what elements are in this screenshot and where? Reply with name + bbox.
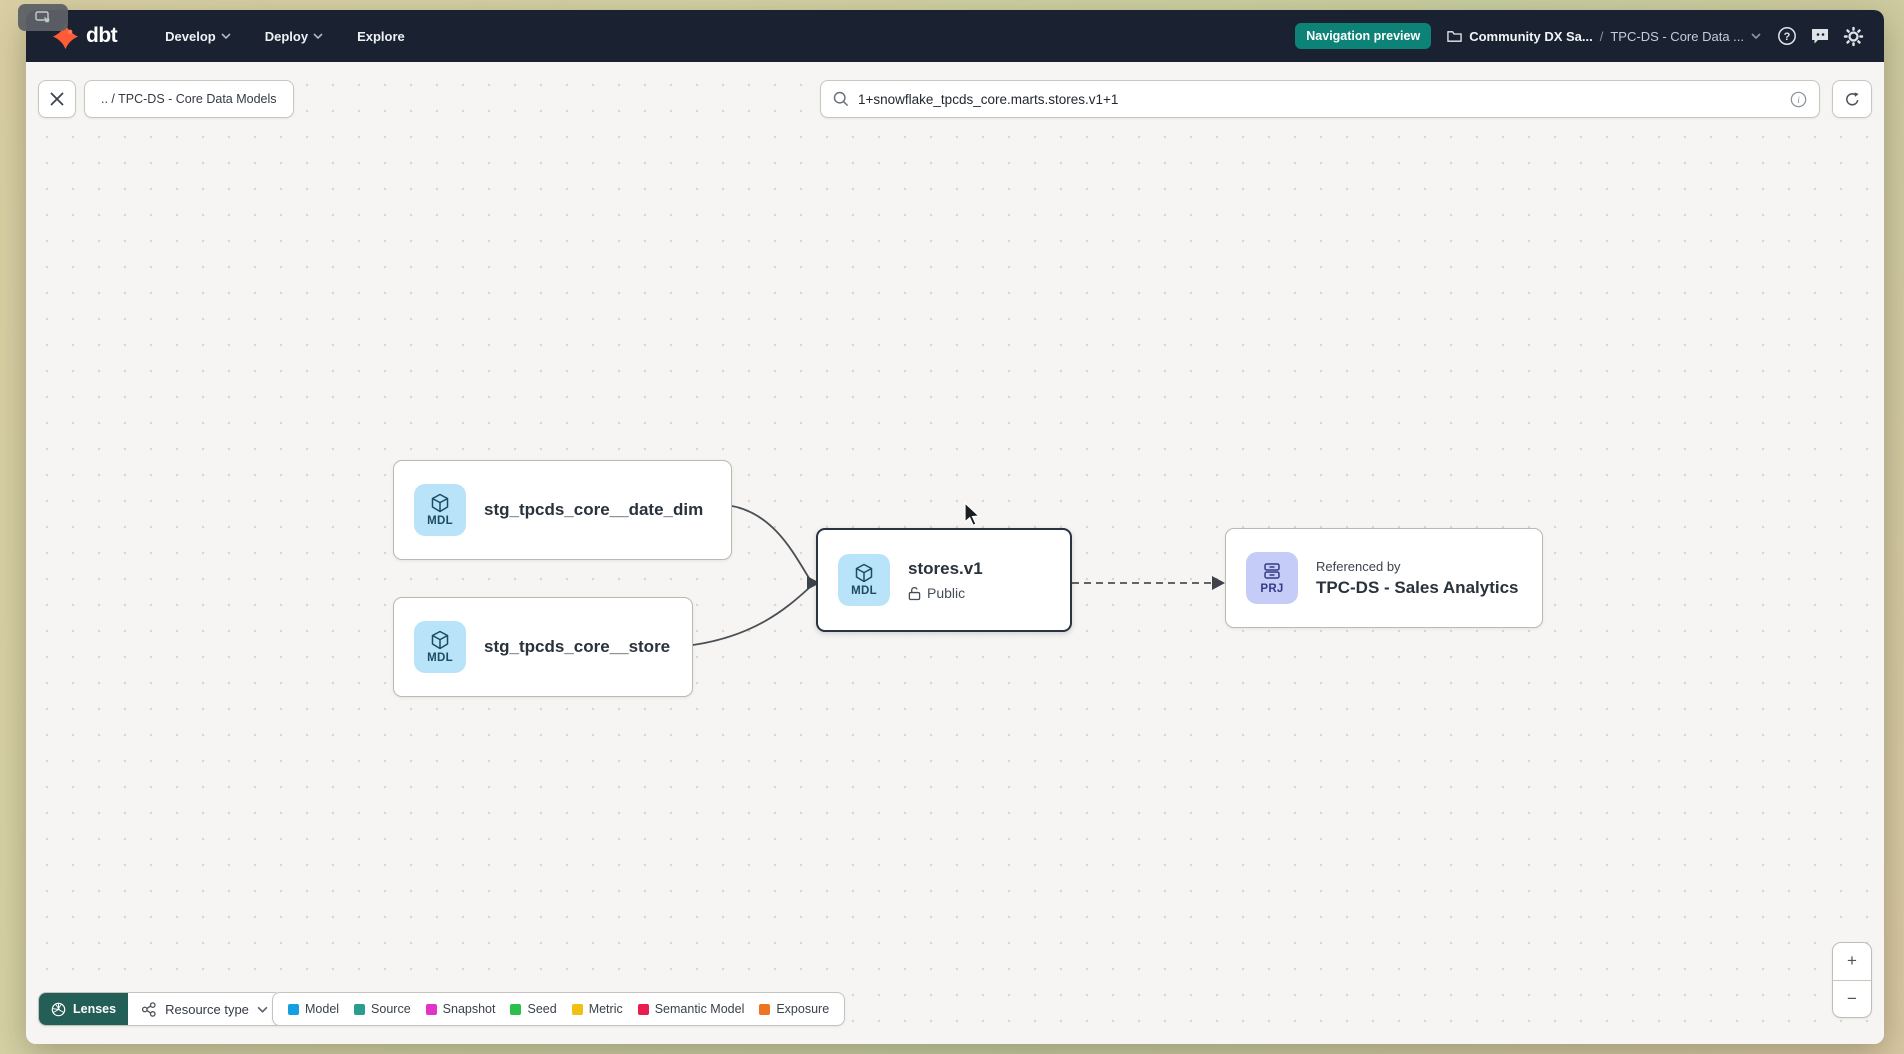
legend-label: Snapshot	[442, 1002, 496, 1016]
svg-text:?: ?	[1784, 31, 1791, 43]
legend-item-metric: Metric	[571, 1002, 623, 1016]
model-badge: MDL	[414, 621, 466, 673]
lineage-selector-input[interactable]	[858, 91, 1781, 107]
edge-arrowhead-dashed	[1212, 576, 1225, 590]
nav-menu-explore[interactable]: Explore	[345, 21, 417, 52]
lenses-button[interactable]: Lenses	[39, 993, 129, 1025]
legend-label: Seed	[527, 1002, 557, 1016]
chevron-down-icon	[221, 33, 231, 39]
dbt-logo[interactable]: dbt	[52, 23, 118, 50]
node-title: stg_tpcds_core__date_dim	[484, 500, 704, 519]
legend-item-exposure: Exposure	[759, 1002, 829, 1016]
node-stores-v1[interactable]: MDL stores.v1 Public	[816, 528, 1072, 632]
svg-text:i: i	[1797, 95, 1800, 105]
top-nav: dbt Develop Deploy Explore Navigation pr…	[26, 10, 1884, 62]
lineage-path-chip[interactable]: .. / TPC-DS - Core Data Models	[84, 80, 294, 118]
breadcrumb-separator: /	[1599, 28, 1604, 44]
legend-item-source: Source	[354, 1002, 411, 1016]
nav-menu-develop[interactable]: Develop	[153, 21, 243, 52]
close-lineage-button[interactable]	[38, 80, 76, 118]
breadcrumb[interactable]: Community DX Sa... / TPC-DS - Core Data …	[1447, 29, 1761, 44]
cube-icon	[431, 630, 449, 650]
breadcrumb-section[interactable]: TPC-DS - Core Data ...	[1610, 28, 1744, 44]
resource-legend: Model Source Snapshot Seed Metric Semant…	[272, 992, 846, 1026]
legend-item-semantic-model: Semantic Model	[637, 1002, 745, 1016]
nav-menu-explore-label: Explore	[357, 28, 405, 44]
legend-swatch-model	[288, 1003, 299, 1015]
screen-share-indicator	[18, 4, 68, 31]
node-title: stg_tpcds_core__store	[484, 637, 671, 656]
brand-wordmark: dbt	[86, 24, 118, 47]
navigation-preview-badge[interactable]: Navigation preview	[1295, 23, 1432, 49]
cube-icon	[855, 563, 873, 583]
chevron-down-icon	[257, 1006, 268, 1013]
nav-menu-deploy[interactable]: Deploy	[253, 21, 335, 52]
model-badge: MDL	[838, 554, 890, 606]
search-icon	[833, 91, 849, 107]
legend-swatch-source	[354, 1003, 366, 1015]
lens-aperture-icon	[51, 1002, 66, 1016]
legend-label: Model	[305, 1002, 340, 1016]
unlock-icon	[908, 586, 921, 600]
lineage-search-bar: i	[820, 80, 1820, 118]
breadcrumb-project[interactable]: Community DX Sa...	[1469, 28, 1593, 44]
resource-graph-icon	[141, 1001, 156, 1017]
refresh-icon	[1845, 91, 1859, 106]
legend-swatch-exposure	[759, 1003, 771, 1015]
legend-label: Semantic Model	[654, 1002, 745, 1016]
feedback-icon[interactable]	[1810, 26, 1830, 46]
zoom-controls: + −	[1832, 942, 1872, 1018]
visibility-label: Public	[927, 585, 966, 601]
legend-label: Metric	[588, 1002, 623, 1016]
lenses-label: Lenses	[73, 1002, 117, 1016]
node-stg-tpcds-core-store[interactable]: MDL stg_tpcds_core__store	[393, 597, 693, 697]
legend-swatch-seed	[510, 1003, 522, 1015]
legend-swatch-snapshot	[425, 1003, 437, 1015]
resource-type-label: Resource type	[165, 1001, 249, 1017]
close-icon	[50, 92, 64, 106]
legend-item-seed: Seed	[510, 1002, 557, 1016]
legend-item-model: Model	[288, 1002, 339, 1016]
badge-label: MDL	[851, 585, 877, 597]
app-window: dbt Develop Deploy Explore Navigation pr…	[26, 10, 1884, 1044]
project-badge: PRJ	[1246, 552, 1298, 604]
dbt-logo-icon	[52, 23, 79, 49]
badge-label: MDL	[427, 652, 453, 664]
node-stg-tpcds-core-date-dim[interactable]: MDL stg_tpcds_core__date_dim	[393, 460, 732, 560]
nav-menu-develop-label: Develop	[165, 28, 216, 44]
model-badge: MDL	[414, 484, 466, 536]
legend-swatch-semantic-model	[637, 1003, 649, 1015]
info-icon[interactable]: i	[1790, 91, 1807, 108]
refresh-graph-button[interactable]	[1832, 80, 1872, 118]
chevron-down-icon[interactable]	[1751, 33, 1761, 39]
nav-menu-deploy-label: Deploy	[264, 28, 309, 44]
zoom-in-button[interactable]: +	[1833, 943, 1871, 981]
cube-icon	[431, 493, 449, 513]
monitor-icon	[35, 11, 50, 23]
mouse-cursor	[964, 502, 981, 526]
badge-label: MDL	[427, 515, 453, 527]
help-icon[interactable]: ?	[1777, 26, 1797, 46]
node-title: stores.v1	[908, 559, 983, 578]
node-referenced-by-sales-analytics[interactable]: PRJ Referenced by TPC-DS - Sales Analyti…	[1225, 528, 1543, 628]
lenses-control-group: Lenses Resource type	[38, 992, 282, 1026]
project-drawers-icon	[1264, 563, 1280, 579]
badge-label: PRJ	[1260, 583, 1284, 595]
legend-label: Source	[371, 1002, 411, 1016]
legend-swatch-metric	[571, 1003, 583, 1015]
legend-item-snapshot: Snapshot	[425, 1002, 496, 1016]
legend-label: Exposure	[776, 1002, 830, 1016]
node-title: TPC-DS - Sales Analytics	[1316, 577, 1519, 597]
resource-type-dropdown[interactable]: Resource type	[128, 993, 281, 1025]
chevron-down-icon	[313, 33, 323, 39]
node-visibility: Public	[908, 585, 983, 601]
settings-gear-icon[interactable]	[1843, 26, 1864, 47]
folder-icon	[1447, 30, 1462, 42]
lineage-canvas[interactable]: .. / TPC-DS - Core Data Models i	[26, 62, 1884, 1044]
zoom-out-button[interactable]: −	[1847, 988, 1857, 1008]
referenced-by-label: Referenced by	[1316, 558, 1401, 574]
